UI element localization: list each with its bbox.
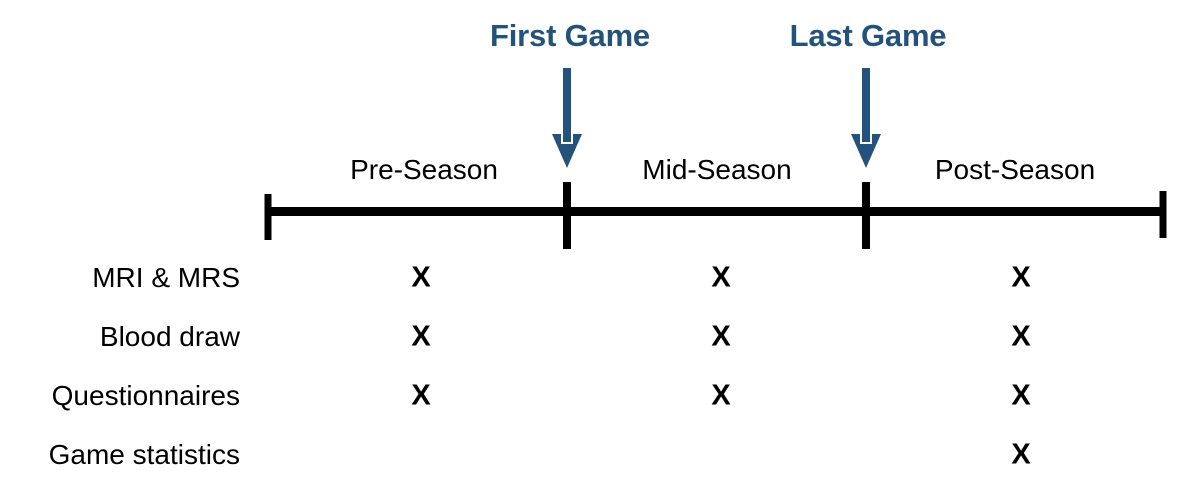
down-arrow-icon (849, 68, 883, 177)
mark-questionnaires-pre-season: X (411, 379, 431, 412)
mark-mri-mrs-post-season: X (1011, 261, 1031, 294)
event-label-first-game: First Game (490, 18, 650, 53)
row-label-questionnaires: Questionnaires (51, 380, 240, 411)
row-label-blood-draw: Blood draw (99, 321, 240, 352)
timeline-axis-line (268, 207, 1163, 216)
phase-label-pre-season: Pre-Season (350, 154, 498, 185)
timeline-end-cap (1159, 191, 1167, 238)
mark-questionnaires-mid-season: X (711, 379, 731, 412)
row-label-game-statistics: Game statistics (48, 439, 240, 470)
mark-questionnaires-post-season: X (1011, 379, 1031, 412)
timeline-divider-first-game (563, 182, 571, 249)
phase-label-post-season: Post-Season (934, 154, 1096, 185)
timeline-start-cap (264, 194, 272, 240)
mark-blood-draw-post-season: X (1011, 320, 1031, 353)
mark-mri-mrs-mid-season: X (711, 261, 731, 294)
event-label-last-game: Last Game (789, 18, 947, 53)
row-label-mri-mrs: MRI & MRS (92, 262, 240, 293)
mark-blood-draw-mid-season: X (711, 320, 731, 353)
mark-blood-draw-pre-season: X (411, 320, 431, 353)
timeline-divider-last-game (862, 182, 870, 249)
down-arrow-icon (550, 68, 584, 177)
mark-mri-mrs-pre-season: X (411, 261, 431, 294)
mark-game-statistics-post-season: X (1011, 438, 1031, 471)
phase-label-mid-season: Mid-Season (642, 154, 792, 185)
